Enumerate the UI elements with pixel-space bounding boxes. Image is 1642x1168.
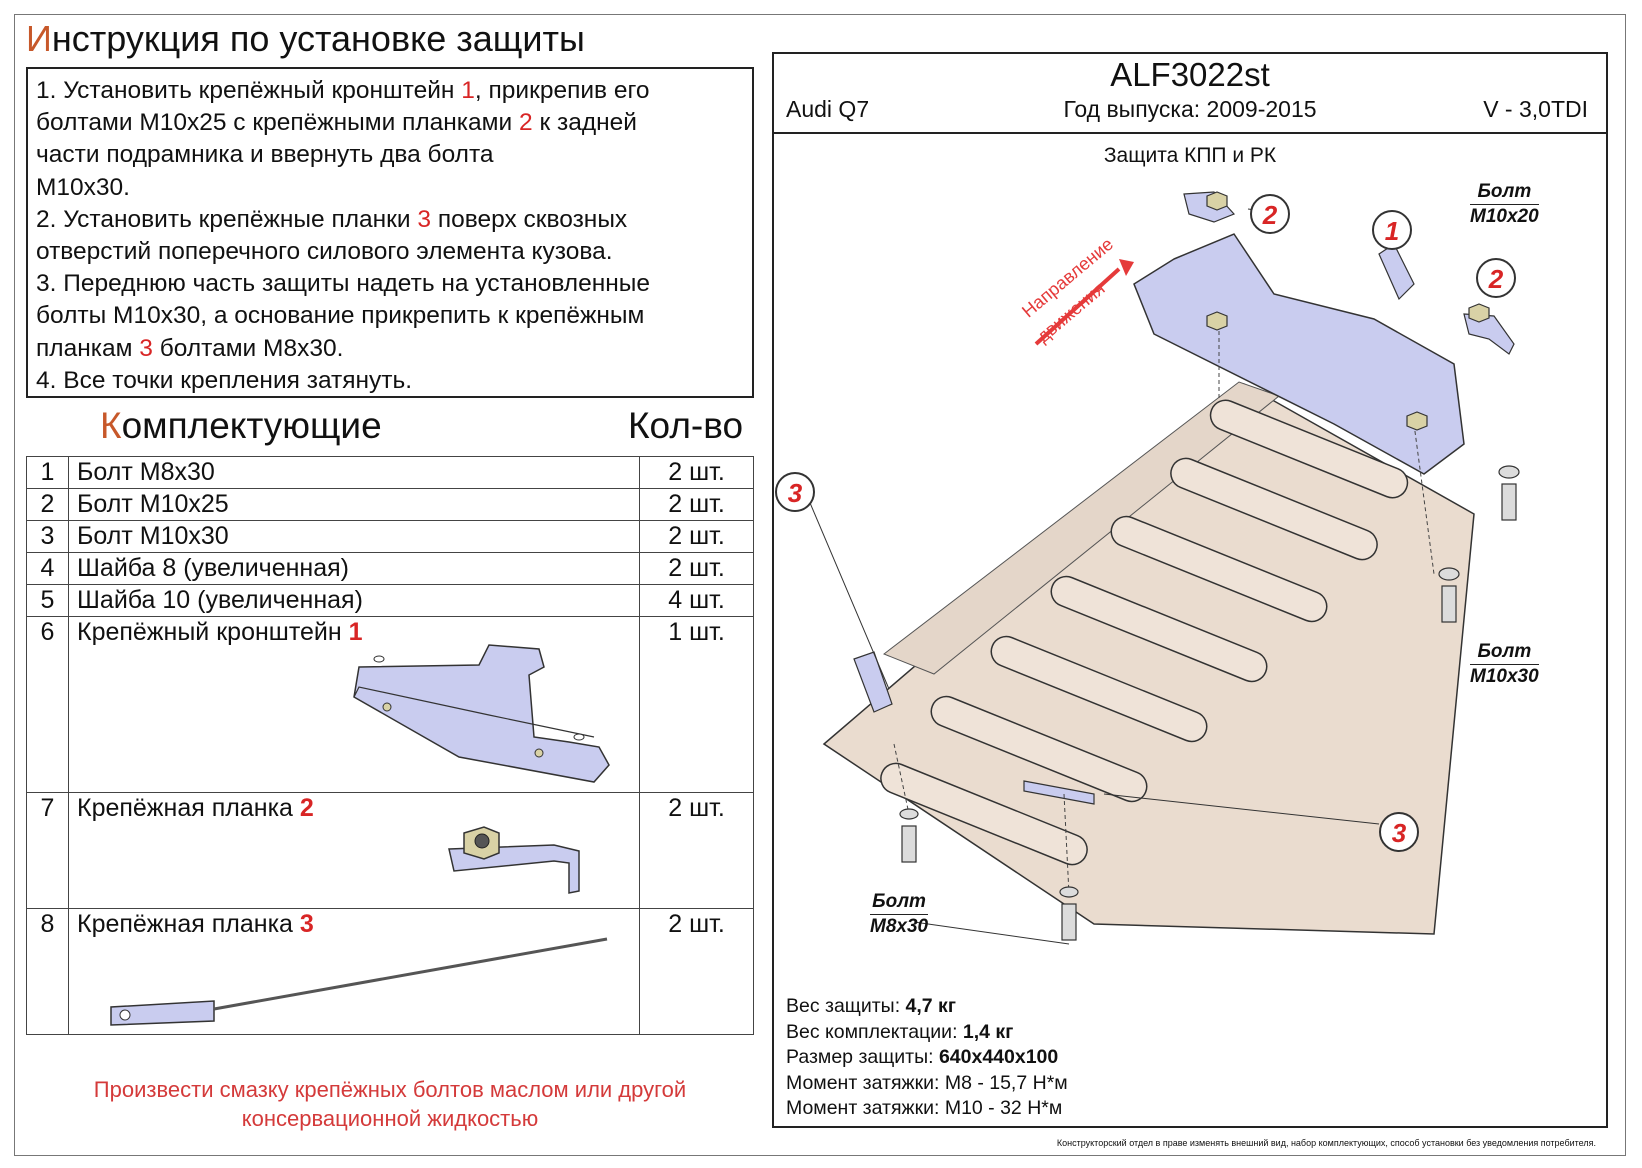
instruction-line: отверстий поперечного силового элемента … [36, 238, 613, 266]
page-title: Инструкция по установке защиты [26, 18, 585, 59]
plate-2-image [448, 826, 580, 894]
instruction-line: 4. Все точки крепления затянуть. [36, 366, 413, 394]
instruction-line: болты M10x30, а основание прикрепить к к… [36, 302, 645, 330]
qty-heading: Кол-во [628, 405, 744, 446]
instruction-line: болтами M10x25 с крепёжными планками 2 к… [36, 109, 637, 137]
product-code: ALF3022st [1110, 56, 1270, 93]
bracket-image [353, 644, 610, 783]
plate-3-image [110, 937, 608, 1026]
callout-number: 3 [788, 478, 803, 508]
engine: V - 3,0TDI [1483, 96, 1588, 122]
instruction-line: 3. Переднюю часть защиты надеть на устан… [36, 270, 650, 298]
callout-number: 2 [1262, 200, 1278, 230]
product-panel: ALF3022st Audi Q7 Год выпуска: 2009-2015… [772, 52, 1608, 1148]
assembly-diagram: Направление движения 2 1 2 3 3 [775, 191, 1520, 945]
car-model: Audi Q7 [786, 96, 870, 122]
callout-number: 2 [1488, 264, 1504, 294]
instructions-box: 1. Установить крепёжный кронштейн 1, при… [26, 67, 754, 398]
instruction-line: 1. Установить крепёжный кронштейн 1, при… [36, 77, 650, 104]
footer-note: Конструкторский отдел в праве изменять в… [1056, 1138, 1596, 1148]
instruction-line: части подрамника и ввернуть два болта [36, 141, 494, 169]
instruction-line: планкам 3 болтами M8x30. [36, 334, 344, 362]
product-subtitle: Защита КПП и РК [1103, 144, 1277, 167]
callout-number: 3 [1392, 818, 1407, 848]
kit-heading: Комплектующие [100, 405, 382, 446]
instruction-line: M10x30. [36, 173, 130, 201]
callout-number: 1 [1385, 216, 1399, 246]
production-years: Год выпуска: 2009-2015 [1063, 96, 1317, 122]
instruction-line: 2. Установить крепёжные планки 3 поверх … [36, 205, 628, 233]
page-frame [14, 14, 1626, 1156]
product-header: ALF3022st Audi Q7 Год выпуска: 2009-2015… [774, 54, 1606, 134]
specifications: Вес защиты: 4,7 кг Вес комплектации: 1,4… [786, 995, 1068, 1119]
table-row: 7 Крепёжная планка 2 2 шт. [26, 792, 754, 909]
table-row: 8 Крепёжная планка 3 2 шт. [26, 908, 754, 1035]
table-row: 6 Крепёжный кронштейн 1 1 шт. [26, 616, 754, 793]
grease-note: Произвести смазку крепёжных болтов масло… [93, 1077, 687, 1131]
